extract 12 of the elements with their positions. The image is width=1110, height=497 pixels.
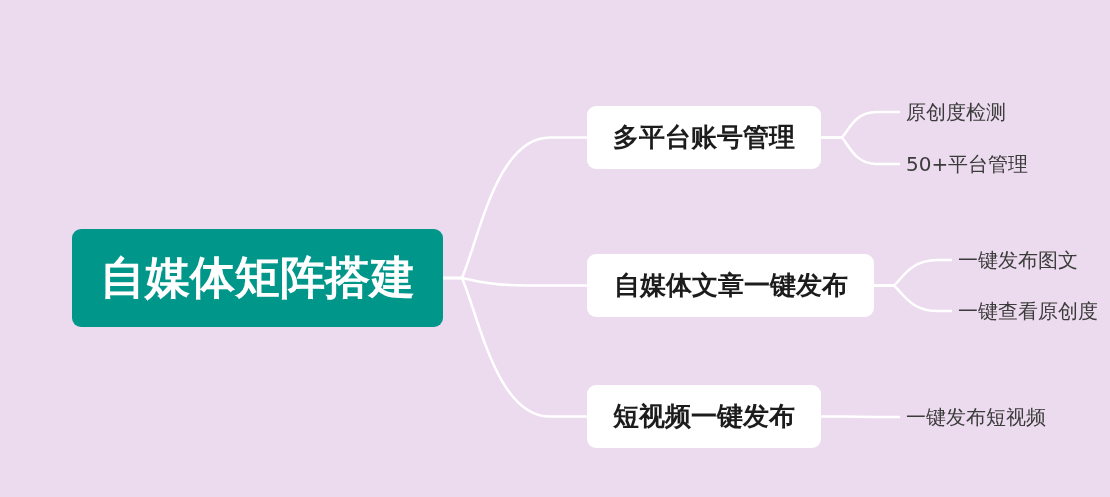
subtopic-label: 50+平台管理	[900, 149, 1029, 179]
branch-line	[821, 136, 900, 166]
subtopic-label: 一键发布短视频	[900, 402, 1046, 432]
branch-line	[821, 415, 900, 419]
subtopic-label: 一键发布图文	[952, 245, 1078, 275]
topic-box: 短视频一键发布	[587, 385, 821, 448]
central-topic-box: 自媒体矩阵搭建	[72, 229, 443, 327]
branch-line	[874, 284, 952, 313]
topic-box: 多平台账号管理	[587, 106, 821, 169]
topic-box: 自媒体文章一键发布	[587, 254, 874, 317]
subtopic-label: 一键查看原创度	[952, 296, 1098, 326]
subtopic-label: 原创度检测	[900, 97, 1006, 127]
